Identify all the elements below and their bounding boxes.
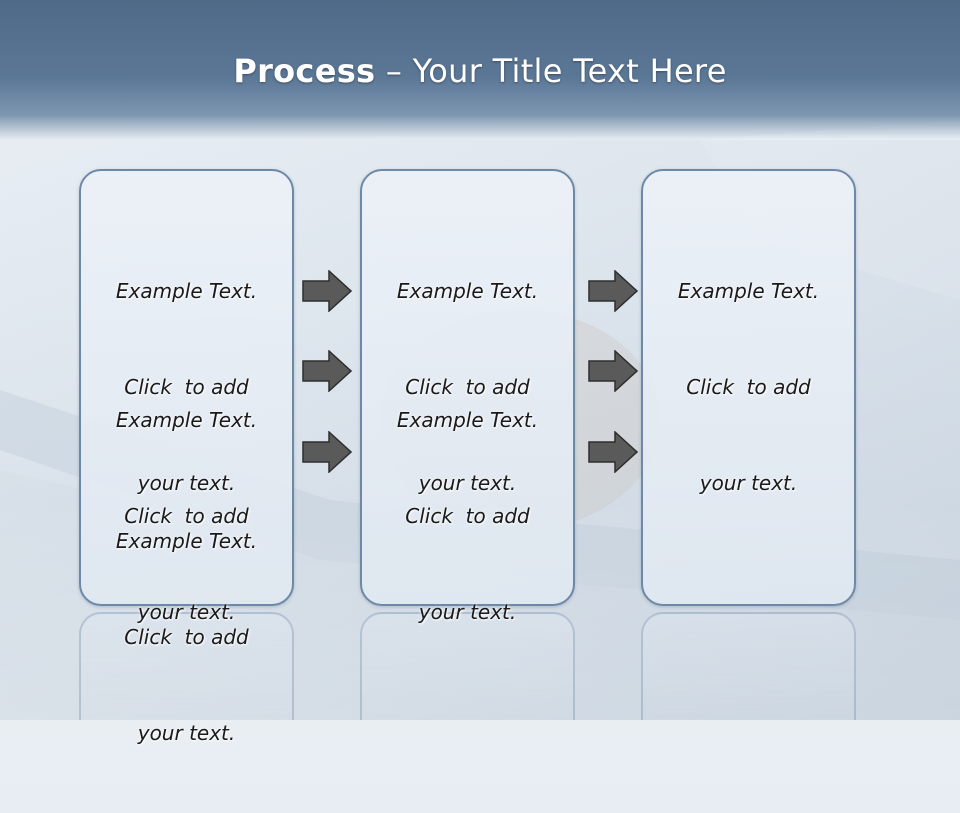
text-line: your text. <box>699 471 798 495</box>
text-line: your text. <box>137 721 236 745</box>
text-line: Example Text. <box>677 279 820 303</box>
text-placeholder[interactable]: Example Text. Click to add your text. <box>81 211 292 563</box>
right-arrow-icon <box>588 350 638 392</box>
right-arrow-icon <box>588 270 638 312</box>
title-rest: – Your Title Text Here <box>385 52 727 90</box>
right-arrow-icon <box>302 270 352 312</box>
right-arrow-icon <box>302 431 352 473</box>
text-line: Click to add <box>124 625 249 649</box>
text-placeholder[interactable]: Example Text. Click to add your text. <box>81 340 292 692</box>
text-line: your text. <box>418 600 517 624</box>
panel-reflection-1 <box>79 612 294 720</box>
text-line: Click to add <box>124 375 249 399</box>
panel-reflection-3 <box>641 612 856 720</box>
text-line: Example Text. <box>396 279 539 303</box>
text-line: Click to add <box>686 375 811 399</box>
right-arrow-icon <box>588 431 638 473</box>
text-placeholder[interactable]: Example Text. Click to add your text. <box>362 340 573 692</box>
text-line: Example Text. <box>115 408 258 432</box>
text-line: Click to add <box>124 504 249 528</box>
text-line: Example Text. <box>115 279 258 303</box>
text-line: Example Text. <box>396 408 539 432</box>
process-step-1[interactable]: Example Text. Click to add your text. Ex… <box>79 169 294 745</box>
text-line: your text. <box>418 471 517 495</box>
text-line: Click to add <box>405 504 530 528</box>
text-line: Click to add <box>405 375 530 399</box>
process-step-2[interactable]: Example Text. Click to add your text. Ex… <box>360 169 575 624</box>
right-arrow-icon <box>302 350 352 392</box>
text-placeholder[interactable]: Example Text. Click to add your text. <box>362 211 573 563</box>
panel-reflection-2 <box>360 612 575 720</box>
process-step-3[interactable]: Example Text. Click to add your text. <box>641 169 856 606</box>
text-placeholder[interactable]: Example Text. Click to add your text. <box>643 211 854 563</box>
text-line: your text. <box>137 600 236 624</box>
text-placeholder[interactable]: Example Text. Click to add your text. <box>81 461 292 813</box>
slide-title[interactable]: Process – Your Title Text Here <box>0 52 960 90</box>
title-bold: Process <box>233 52 376 90</box>
text-line: your text. <box>137 471 236 495</box>
title-bar: Process – Your Title Text Here <box>0 0 960 140</box>
text-line: Example Text. <box>115 529 258 553</box>
